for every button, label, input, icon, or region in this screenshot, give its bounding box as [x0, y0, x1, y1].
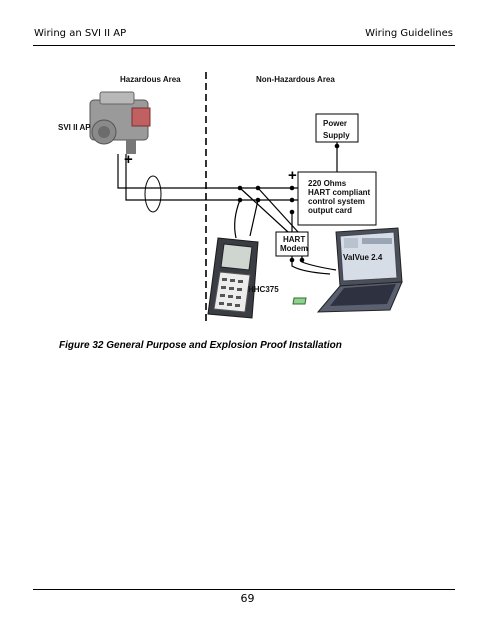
laptop-illustration	[292, 227, 403, 313]
modem-wire	[257, 187, 299, 233]
wiring-diagram: Hazardous Area Non-Hazardous Area SVI II…	[58, 72, 403, 322]
output-card-label-line2: HART compliant	[308, 188, 371, 197]
hazardous-area-label: Hazardous Area	[120, 75, 181, 84]
header-left-title: Wiring an SVI II AP	[34, 28, 127, 39]
loop-wire-bottom	[125, 154, 298, 201]
svi-ii-ap-label: SVI II AP	[58, 123, 91, 132]
power-supply-label-line2: Supply	[323, 131, 350, 140]
output-card-label-line4: output card	[308, 206, 352, 215]
output-plus-sign: +	[288, 167, 297, 184]
svi-plus-sign: +	[124, 151, 133, 168]
junction-dot	[289, 257, 295, 263]
junction-dot	[299, 257, 305, 263]
junction-dot	[334, 143, 340, 149]
cable-shield-ellipse	[144, 175, 162, 213]
header-right-title: Wiring Guidelines	[365, 28, 453, 39]
power-supply-label-line1: Power	[323, 119, 347, 128]
loop-wire-top	[117, 154, 298, 189]
handheld-wire	[234, 199, 241, 239]
handheld-wire	[249, 199, 259, 237]
svi-ii-ap-device	[89, 91, 151, 154]
non-hazardous-area-label: Non-Hazardous Area	[256, 75, 335, 84]
handheld-communicator	[207, 237, 259, 319]
footer-rule	[33, 589, 455, 590]
header-rule	[33, 45, 455, 46]
hhc375-label: HHC375	[248, 285, 279, 294]
figure-caption: Figure 32 General Purpose and Explosion …	[59, 340, 342, 351]
output-card-label-line1: 220 Ohms	[308, 179, 347, 188]
power-supply-box	[315, 113, 359, 143]
modem-wire	[239, 187, 289, 233]
junction-dot	[289, 185, 295, 191]
modem-to-laptop-wire	[291, 256, 331, 275]
modem-to-laptop-wire	[301, 256, 337, 271]
output-card-box	[297, 171, 377, 226]
hart-modem-box	[275, 231, 309, 257]
page-number: 69	[240, 592, 255, 605]
output-card-label-line3: control system	[308, 197, 365, 206]
junction-dot	[289, 197, 295, 203]
hart-modem-label-line2: Modem	[280, 244, 308, 253]
hart-modem-label-line1: HART	[283, 235, 305, 244]
valvue-software-label: ValVue 2.4	[343, 253, 383, 262]
